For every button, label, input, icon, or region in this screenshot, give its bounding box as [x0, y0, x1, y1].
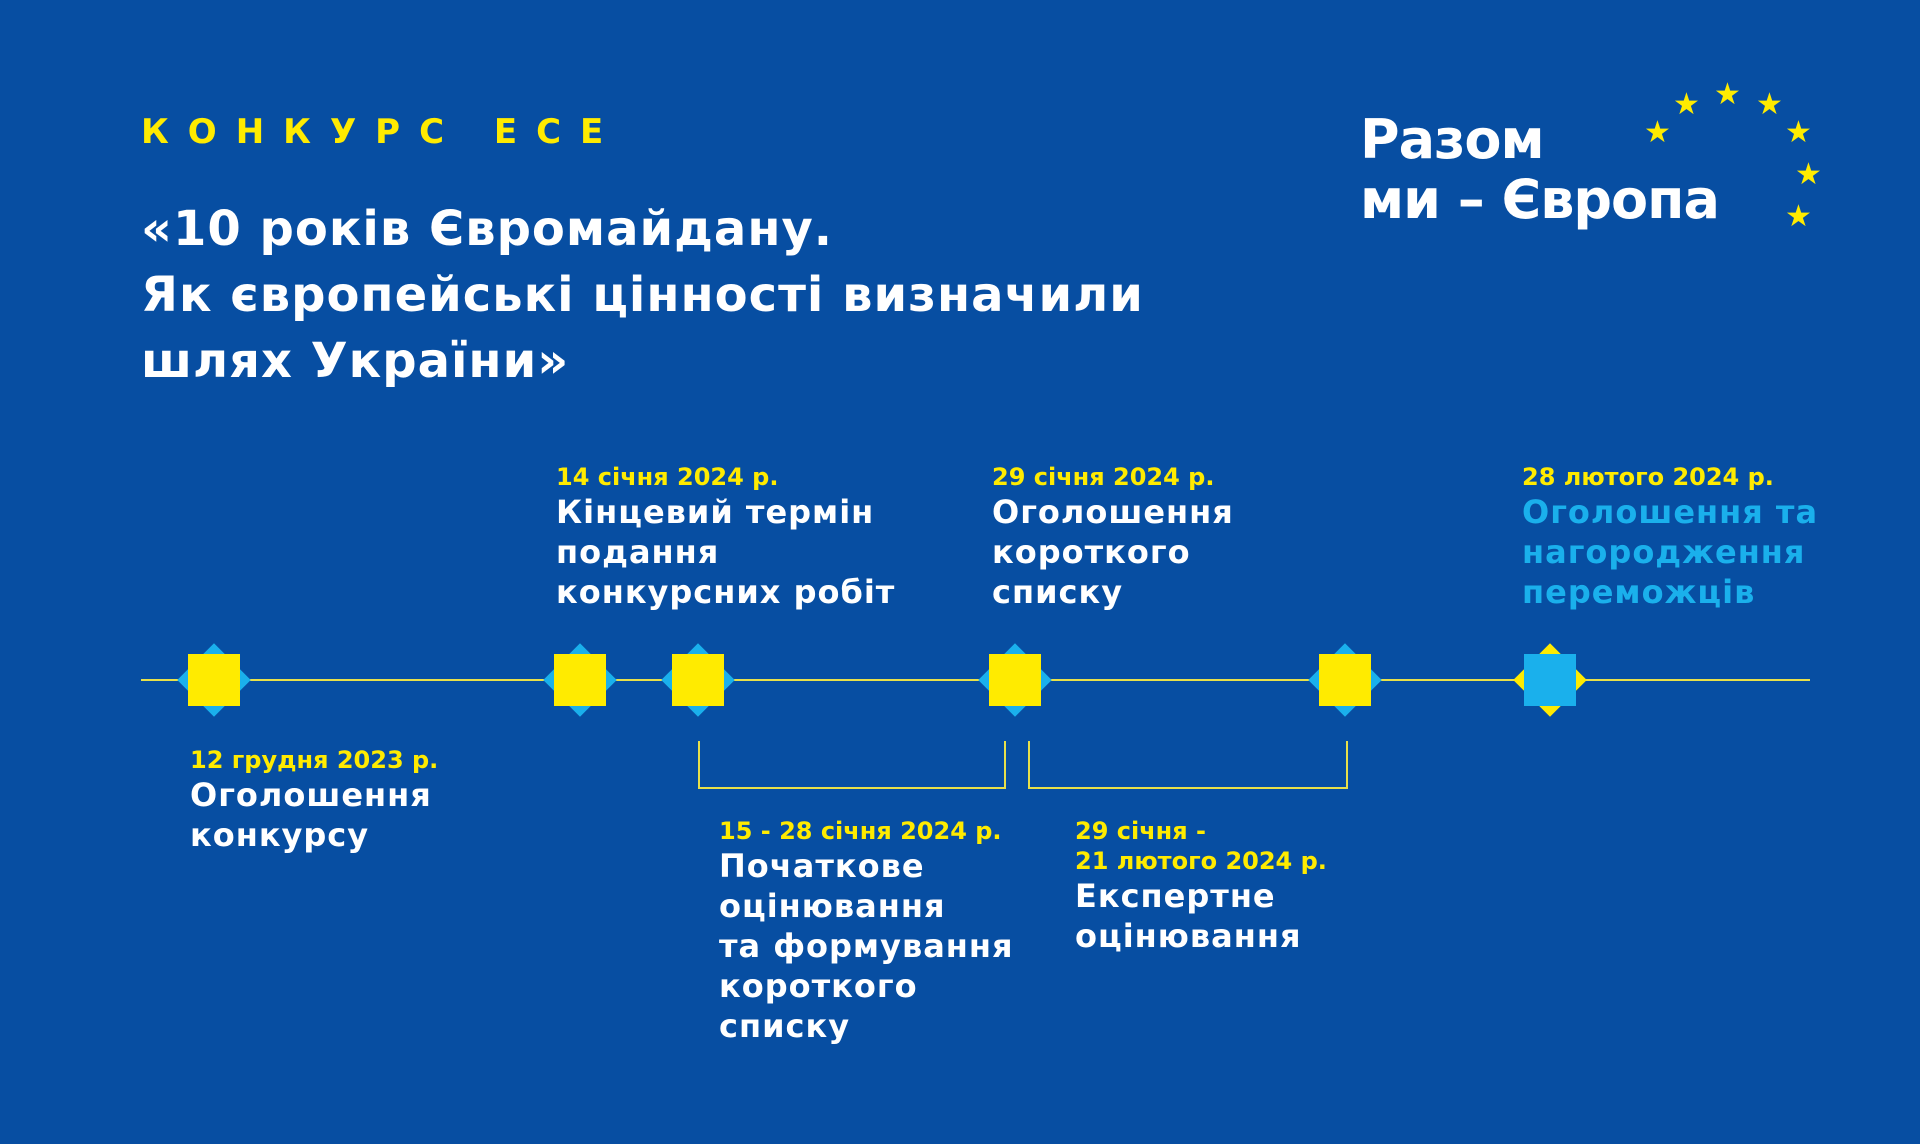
logo-line: Разом — [1360, 108, 1545, 171]
event-date: 28 лютого 2024 р. — [1522, 463, 1774, 491]
event-announcement: 12 грудня 2023 р. Оголошення конкурсу — [190, 745, 438, 855]
logo-line: ми – Європа — [1360, 168, 1720, 231]
logo: Разом ми – Європа — [1360, 108, 1720, 231]
event-winners: 28 лютого 2024 р. Оголошення та нагородж… — [1522, 462, 1818, 612]
event-expert-evaluation: 29 січня - 21 лютого 2024 р. Експертне о… — [1075, 816, 1327, 956]
title-line: шлях України» — [141, 333, 570, 389]
event-date: 29 січня 2024 р. — [992, 463, 1215, 491]
event-date: 15 - 28 січня 2024 р. — [719, 817, 1002, 845]
period-bracket — [698, 741, 1006, 789]
event-label: Кінцевий термін подання конкурсних робіт — [556, 493, 896, 611]
event-date: 29 січня - 21 лютого 2024 р. — [1075, 817, 1327, 875]
title-line: «10 років Євромайдану. — [141, 201, 834, 257]
event-label: Оголошення короткого списку — [992, 493, 1234, 611]
timeline-line — [141, 679, 1810, 681]
timeline-marker-final — [1513, 643, 1587, 717]
event-label: Початкове оцінювання та формування корот… — [719, 847, 1014, 1045]
page-title: «10 років Євромайдану. Як європейські ці… — [141, 196, 1144, 394]
event-date: 12 грудня 2023 р. — [190, 746, 439, 774]
event-date: 14 січня 2024 р. — [556, 463, 779, 491]
event-label: Оголошення та нагородження переможців — [1522, 493, 1819, 611]
event-shortlist: 29 січня 2024 р. Оголошення короткого сп… — [992, 462, 1234, 612]
timeline-marker — [1308, 643, 1382, 717]
event-deadline: 14 січня 2024 р. Кінцевий термін подання… — [556, 462, 895, 612]
timeline-marker — [543, 643, 617, 717]
event-label: Експертне оцінювання — [1075, 877, 1302, 955]
event-initial-evaluation: 15 - 28 січня 2024 р. Початкове оцінюван… — [719, 816, 1014, 1046]
timeline-marker — [177, 643, 251, 717]
period-bracket — [1028, 741, 1348, 789]
timeline-marker — [978, 643, 1052, 717]
event-label: Оголошення конкурсу — [190, 776, 432, 854]
contest-kicker: КОНКУРС ЕСЕ — [141, 112, 623, 152]
title-line: Як європейські цінності визначили — [141, 267, 1144, 323]
timeline-marker — [661, 643, 735, 717]
